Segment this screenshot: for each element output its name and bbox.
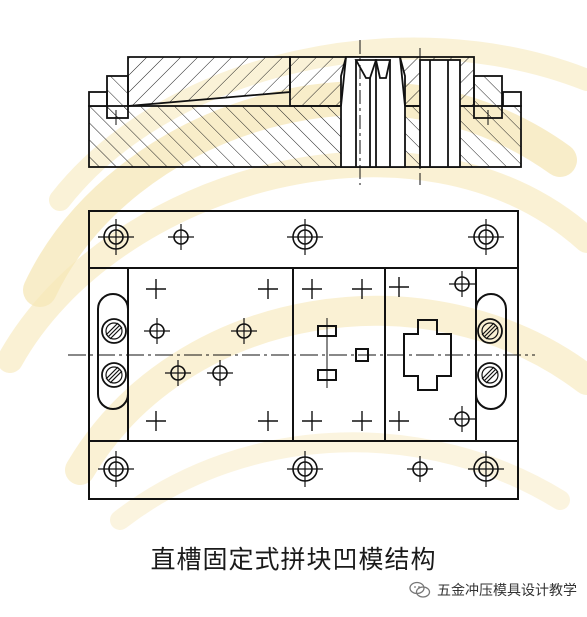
wedge-slot-left: [97, 293, 129, 410]
section-view: [88, 40, 522, 185]
insert-left-section: [127, 56, 291, 107]
watermark-account-name: 五金冲压模具设计教学: [437, 583, 577, 599]
die-opening: [340, 56, 406, 168]
plan-view: [68, 210, 535, 500]
wedge-slot-right: [475, 293, 507, 410]
figure-caption: 直槽固定式拼块凹模结构: [150, 545, 437, 574]
wechat-icon: [409, 581, 431, 598]
wedge-left-section: [106, 75, 129, 119]
fasteners: [97, 218, 505, 488]
die-cavity: [403, 319, 452, 391]
watermark: 五金冲压模具设计教学: [409, 580, 577, 600]
